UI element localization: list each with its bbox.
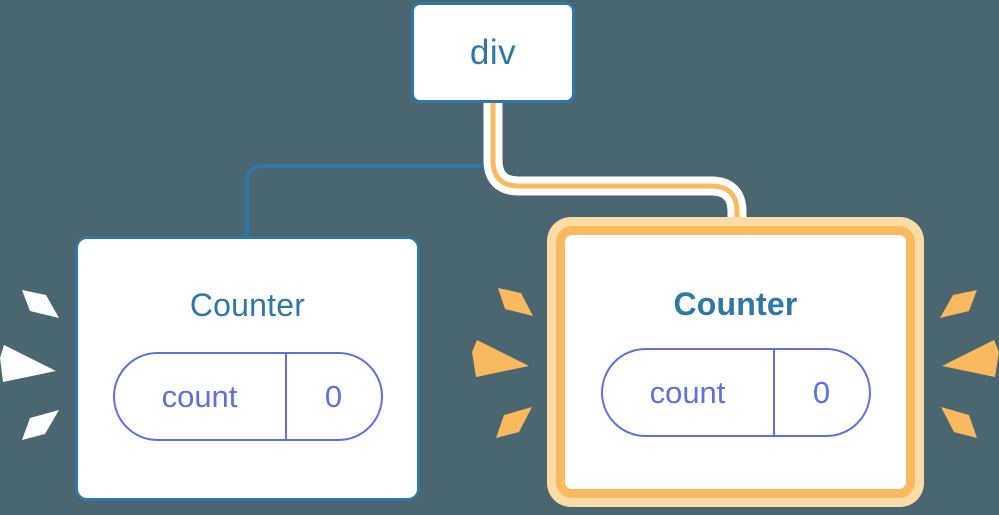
- state-value-left: 0: [284, 354, 381, 439]
- sparkle-middle: [472, 288, 533, 438]
- node-div[interactable]: div: [411, 2, 575, 103]
- state-key-left: count: [161, 379, 238, 414]
- state-pill-right: count 0: [600, 348, 871, 437]
- node-counter-right[interactable]: Counter count 0: [547, 217, 924, 507]
- node-counter-left[interactable]: Counter count 0: [75, 236, 420, 501]
- sparkle-left-outer: [0, 290, 59, 440]
- state-key-right: count: [649, 375, 726, 410]
- node-div-label: div: [469, 33, 517, 72]
- node-counter-right-card: Counter count 0: [556, 226, 915, 498]
- node-counter-left-title: Counter: [189, 287, 306, 323]
- state-value-right: 0: [772, 350, 869, 435]
- edge-div-to-counter-right: [490, 100, 740, 230]
- node-counter-right-title: Counter: [673, 286, 798, 322]
- sparkle-right-outer: [940, 290, 999, 438]
- state-pill-left: count 0: [112, 352, 383, 441]
